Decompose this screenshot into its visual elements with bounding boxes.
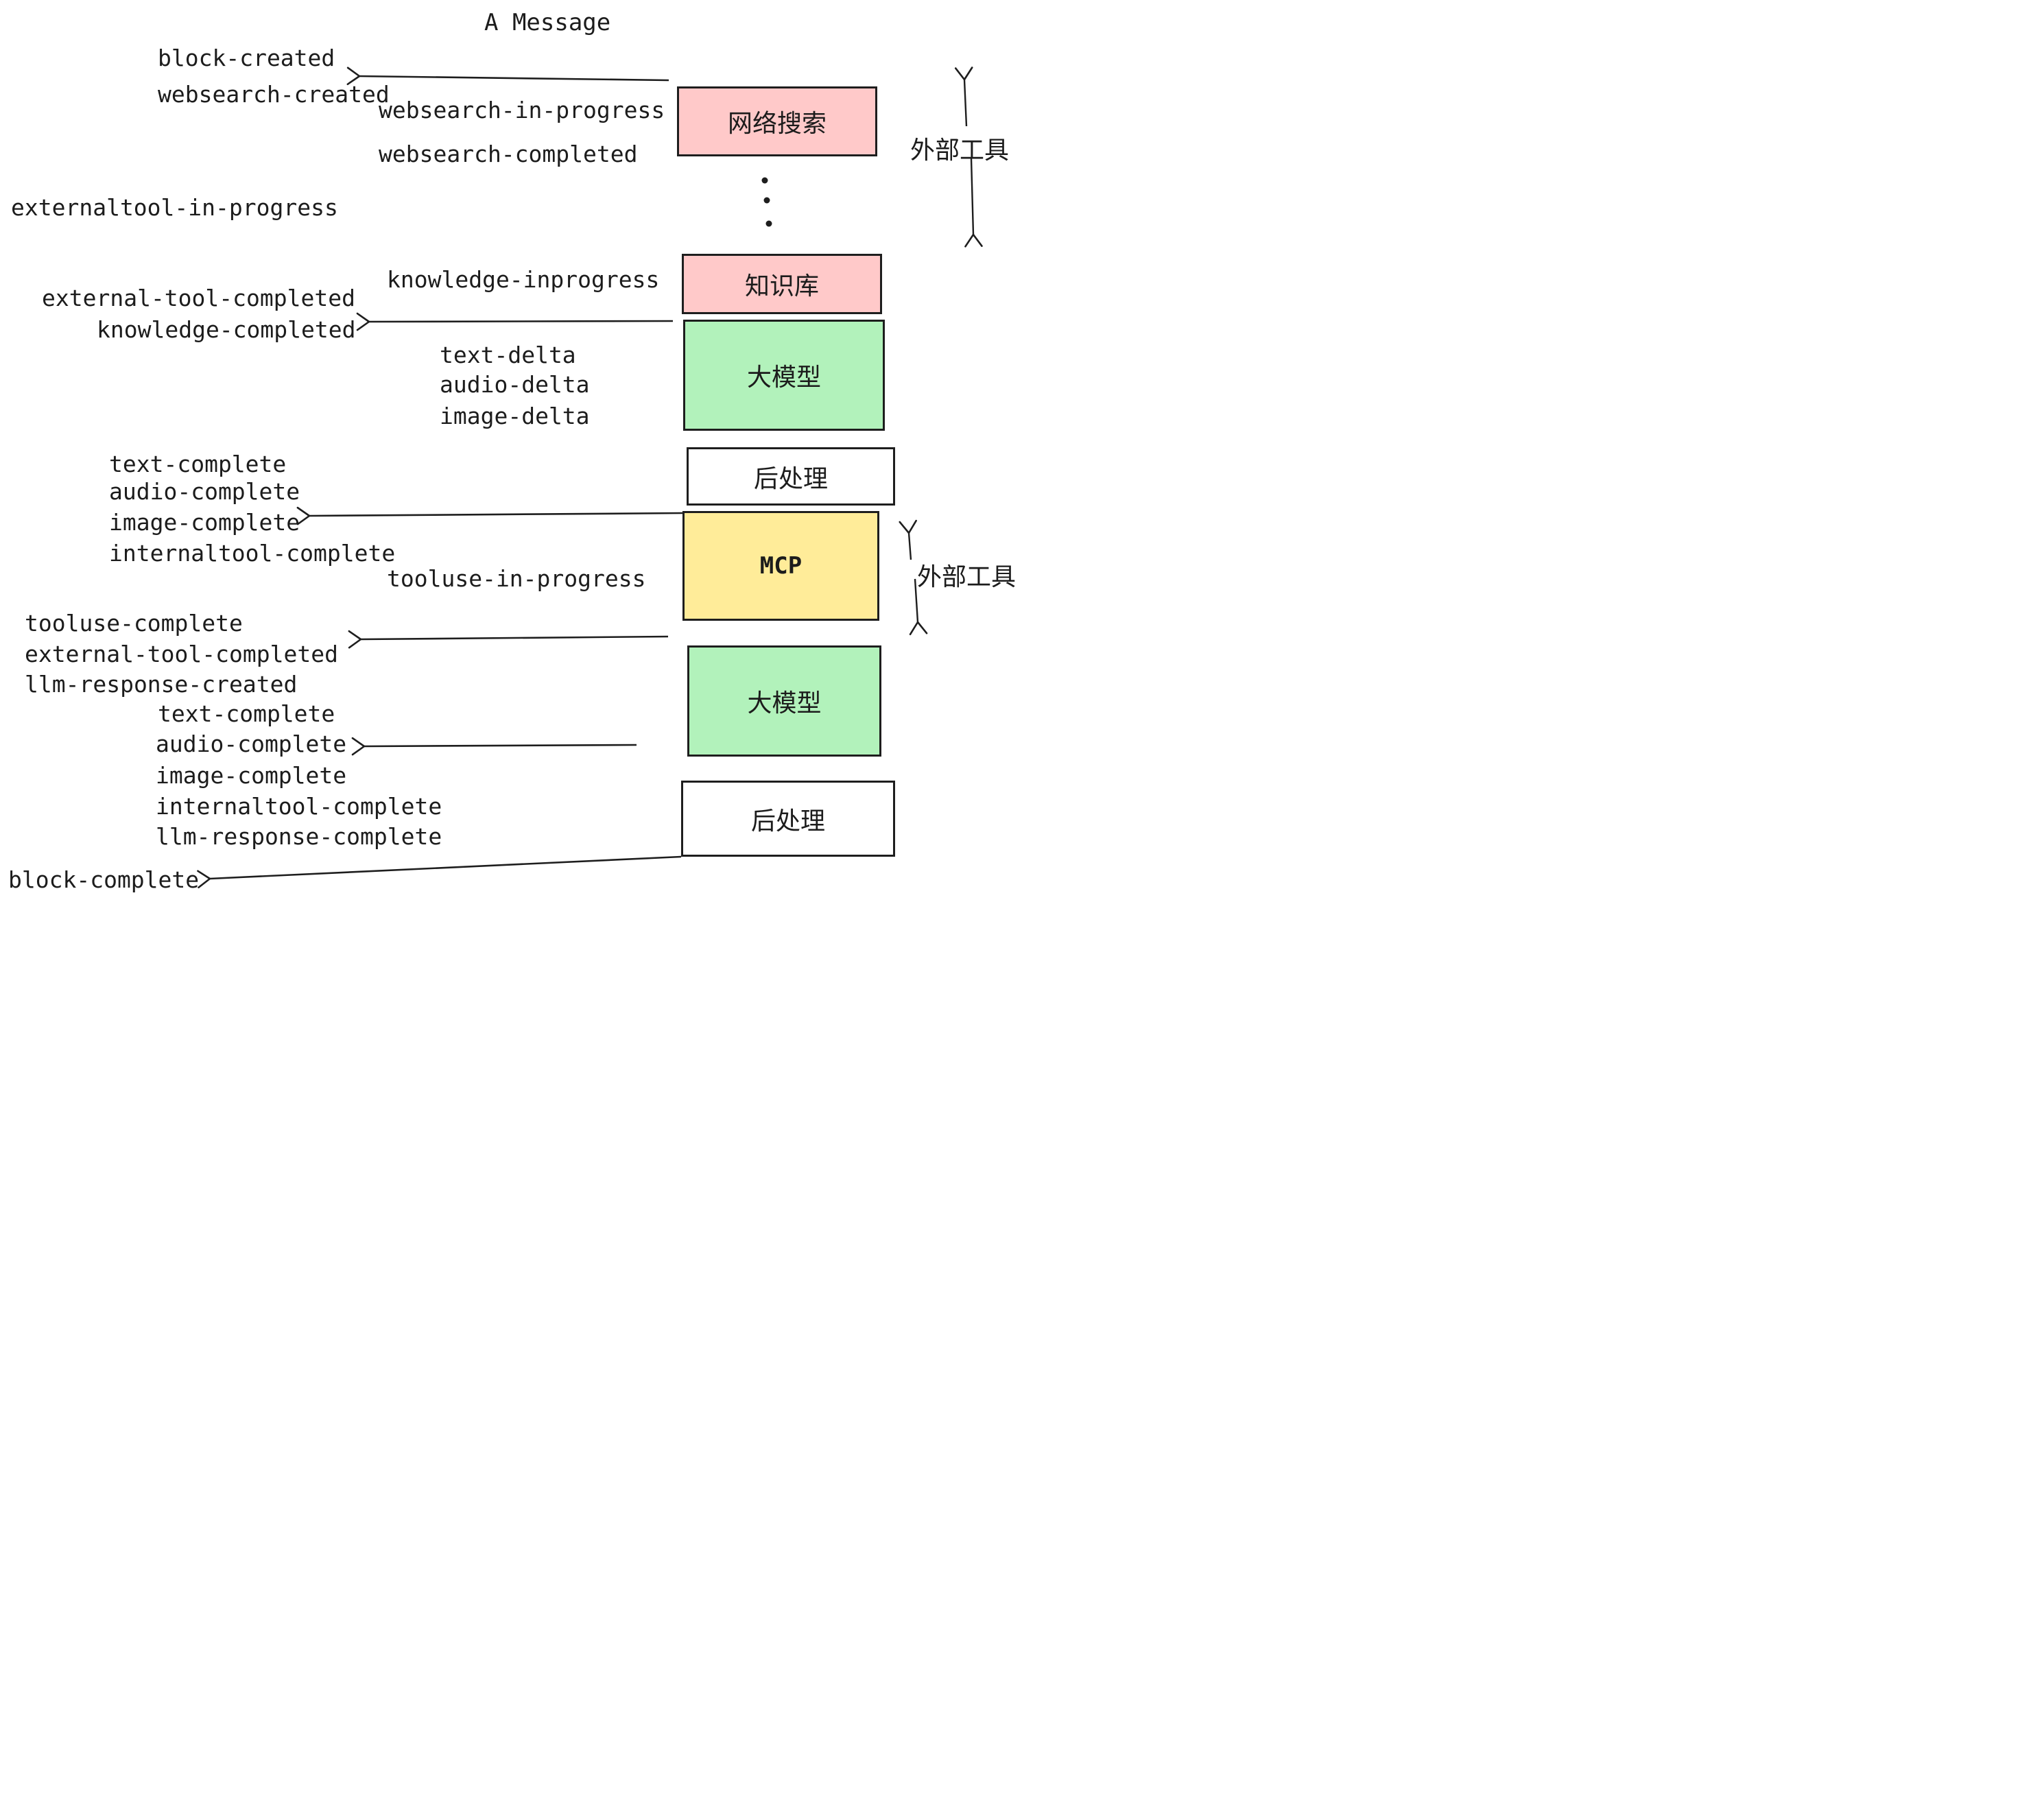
arrow-knowledge-completed <box>356 312 674 331</box>
event-image-complete-2: image-complete <box>156 762 347 789</box>
box-websearch-label: 网络搜索 <box>727 110 827 138</box>
sequence-diagram: A Message 网络搜索 知识库 大模型 后处理 MCP 大模型 后处理 外… <box>0 0 1022 902</box>
event-image-delta-1: image-delta <box>440 403 590 429</box>
event-audio-complete-1: audio-complete <box>109 478 300 505</box>
event-llm-response-created: llm-response-created <box>25 671 298 698</box>
event-internaltool-complete-1: internaltool-complete <box>109 540 396 567</box>
event-block-created: block-created <box>158 45 335 71</box>
external-tools-up-arrow-1 <box>954 67 973 127</box>
box-llm-1: 大模型 <box>683 320 885 431</box>
event-tooluse-complete: tooluse-complete <box>25 610 243 637</box>
event-knowledge-completed: knowledge-completed <box>97 316 356 343</box>
diagram-title: A Message <box>484 9 611 36</box>
event-external-tool-completed-1: external-tool-completed <box>42 285 355 311</box>
external-tools-label-2: 外部工具 <box>917 563 1017 591</box>
arrows-layer <box>197 67 983 889</box>
event-block-complete: block-complete <box>8 866 200 893</box>
box-mcp: MCP <box>682 511 879 621</box>
external-tools-label-1: 外部工具 <box>910 137 1010 165</box>
box-llm-2-label: 大模型 <box>747 689 822 717</box>
event-externaltool-in-progress: externaltool-in-progress <box>11 194 338 221</box>
event-text-complete-2: text-complete <box>158 700 335 727</box>
arrow-tooluse-complete <box>348 630 669 649</box>
event-llm-response-complete: llm-response-complete <box>156 823 442 850</box>
event-audio-delta-1: audio-delta <box>440 371 590 398</box>
box-post-process-1: 后处理 <box>687 447 895 506</box>
box-websearch: 网络搜索 <box>677 86 877 156</box>
event-websearch-completed: websearch-completed <box>379 141 638 167</box>
event-knowledge-inprogress: knowledge-inprogress <box>387 266 660 293</box>
box-llm-2: 大模型 <box>687 645 881 757</box>
event-internaltool-complete-2: internaltool-complete <box>156 793 442 820</box>
external-tools-down-arrow-2 <box>909 578 928 636</box>
event-websearch-in-progress: websearch-in-progress <box>379 97 665 123</box>
box-mcp-label: MCP <box>759 552 803 580</box>
box-post-process-1-label: 后处理 <box>753 464 828 493</box>
event-image-complete-1: image-complete <box>109 509 300 536</box>
event-text-delta-1: text-delta <box>440 342 576 368</box>
event-text-complete-1: text-complete <box>109 451 287 477</box>
external-tools-up-arrow-2 <box>899 519 917 560</box>
external-tools-down-arrow-1 <box>964 158 983 248</box>
event-tooluse-in-progress: tooluse-in-progress <box>387 565 646 592</box>
box-knowledge: 知识库 <box>682 254 882 314</box>
box-knowledge-label: 知识库 <box>744 272 819 300</box>
box-llm-1-label: 大模型 <box>746 364 821 392</box>
arrow-block-complete <box>197 855 682 889</box>
box-post-process-2: 后处理 <box>681 781 895 857</box>
arrow-internal-complete-1 <box>296 506 683 525</box>
box-post-process-2-label: 后处理 <box>750 807 825 835</box>
event-audio-complete-2: audio-complete <box>156 731 347 757</box>
event-external-tool-completed-2: external-tool-completed <box>25 641 338 667</box>
vertical-ellipsis <box>761 177 772 227</box>
arrow-llm-complete-2 <box>351 737 637 756</box>
event-websearch-created: websearch-created <box>158 81 390 108</box>
arrow-websearch-created <box>346 67 669 86</box>
